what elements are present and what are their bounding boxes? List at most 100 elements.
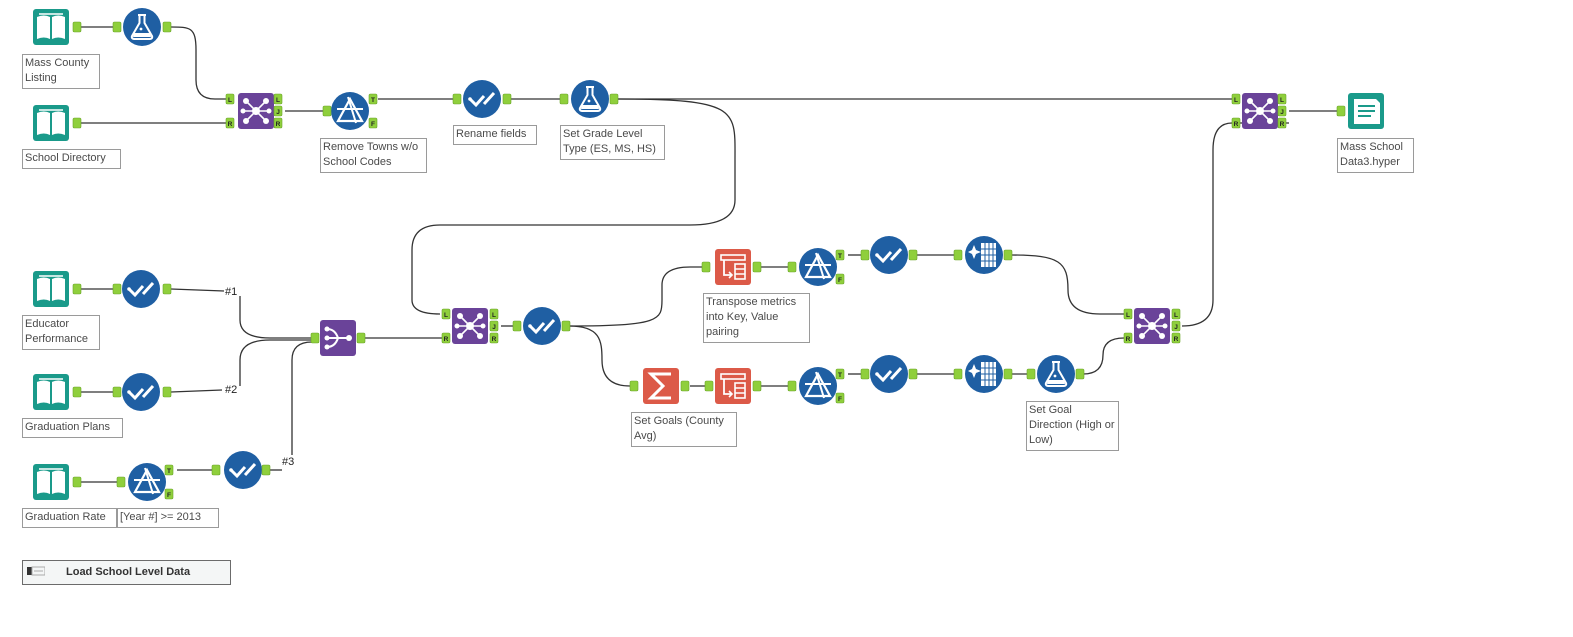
connection-anchor[interactable]: [1075, 368, 1085, 380]
connection-anchor[interactable]: [261, 464, 271, 476]
connection-anchor[interactable]: [629, 380, 639, 392]
connection-anchor[interactable]: [116, 476, 126, 488]
connection-anchor[interactable]: [1026, 368, 1036, 380]
connection-anchor[interactable]: [273, 117, 283, 129]
connection-anchor[interactable]: [1003, 368, 1013, 380]
connection-anchor[interactable]: [835, 392, 845, 404]
connection-anchor[interactable]: [835, 273, 845, 285]
connection-anchor[interactable]: [1231, 117, 1241, 129]
connection-anchor[interactable]: [701, 261, 711, 273]
input-tool-rate[interactable]: [32, 463, 70, 501]
join-tool[interactable]: [237, 92, 275, 130]
connection-anchor[interactable]: [441, 332, 451, 344]
connection-anchor[interactable]: [162, 283, 172, 295]
transpose-tool[interactable]: [714, 367, 752, 405]
input-tool-county[interactable]: [32, 8, 70, 46]
union-tool[interactable]: [319, 319, 357, 357]
connection-anchor[interactable]: [787, 261, 797, 273]
connection-anchor[interactable]: [310, 332, 320, 344]
connection-anchor[interactable]: [1003, 249, 1013, 261]
connection-anchor[interactable]: [908, 368, 918, 380]
output-tool[interactable]: [1347, 92, 1385, 130]
formula-tool[interactable]: [1036, 354, 1076, 394]
connection-anchor[interactable]: [164, 488, 174, 500]
filter-tool[interactable]: [126, 461, 168, 503]
connection-anchor[interactable]: [112, 386, 122, 398]
connection-anchor[interactable]: [273, 105, 283, 117]
connection-anchor[interactable]: [211, 464, 221, 476]
connection-anchor[interactable]: [72, 117, 82, 129]
select-tool[interactable]: [868, 353, 910, 395]
connection-anchor[interactable]: [704, 380, 714, 392]
formula-tool[interactable]: [122, 7, 162, 47]
connection-anchor[interactable]: [273, 93, 283, 105]
connection-anchor[interactable]: [559, 93, 569, 105]
connection-anchor[interactable]: [489, 332, 499, 344]
formula-tool[interactable]: [570, 79, 610, 119]
connection-anchor[interactable]: [787, 380, 797, 392]
connection-anchor[interactable]: [1123, 332, 1133, 344]
select-tool[interactable]: [222, 449, 264, 491]
connection-anchor[interactable]: [860, 249, 870, 261]
connection-anchor[interactable]: [72, 476, 82, 488]
connection-anchor[interactable]: [752, 261, 762, 273]
cleanse-tool[interactable]: [964, 354, 1004, 394]
connection-anchor[interactable]: [1277, 117, 1287, 129]
input-tool-educator[interactable]: [32, 270, 70, 308]
connection-anchor[interactable]: [162, 21, 172, 33]
connection-anchor[interactable]: [1123, 308, 1133, 320]
tool-container[interactable]: Load School Level Data: [22, 560, 231, 585]
connection-anchor[interactable]: [368, 117, 378, 129]
connection-anchor[interactable]: [1277, 93, 1287, 105]
connection-anchor[interactable]: [835, 368, 845, 380]
select-tool[interactable]: [521, 305, 563, 347]
cleanse-tool[interactable]: [964, 235, 1004, 275]
connection-anchor[interactable]: [860, 368, 870, 380]
connection-anchor[interactable]: [1336, 105, 1346, 117]
container-toggle-icon[interactable]: [27, 566, 45, 576]
connection-anchor[interactable]: [225, 93, 235, 105]
join-tool[interactable]: [1241, 92, 1279, 130]
connection-anchor[interactable]: [225, 117, 235, 129]
select-tool[interactable]: [868, 234, 910, 276]
connection-anchor[interactable]: [1171, 308, 1181, 320]
connection-anchor[interactable]: [489, 308, 499, 320]
filter-tool[interactable]: [797, 246, 839, 288]
connection-anchor[interactable]: [72, 21, 82, 33]
connection-anchor[interactable]: [72, 386, 82, 398]
select-tool[interactable]: [461, 78, 503, 120]
connection-anchor[interactable]: [835, 249, 845, 261]
connection-anchor[interactable]: [502, 93, 512, 105]
connection-anchor[interactable]: [561, 320, 571, 332]
connection-anchor[interactable]: [908, 249, 918, 261]
connection-anchor[interactable]: [752, 380, 762, 392]
connection-anchor[interactable]: [489, 320, 499, 332]
connection-anchor[interactable]: [512, 320, 522, 332]
connection-anchor[interactable]: [368, 93, 378, 105]
input-tool-plans[interactable]: [32, 373, 70, 411]
input-tool-directory[interactable]: [32, 104, 70, 142]
summarize-tool[interactable]: [641, 366, 681, 406]
connection-anchor[interactable]: [162, 386, 172, 398]
connection-anchor[interactable]: [953, 368, 963, 380]
connection-anchor[interactable]: [1277, 105, 1287, 117]
join-tool[interactable]: [1133, 307, 1171, 345]
connection-anchor[interactable]: [322, 105, 332, 117]
connection-anchor[interactable]: [441, 308, 451, 320]
connection-anchor[interactable]: [452, 93, 462, 105]
connection-anchor[interactable]: [112, 283, 122, 295]
connection-anchor[interactable]: [680, 380, 690, 392]
connection-anchor[interactable]: [1171, 332, 1181, 344]
connection-anchor[interactable]: [72, 283, 82, 295]
connection-anchor[interactable]: [953, 249, 963, 261]
join-tool[interactable]: [451, 307, 489, 345]
connection-anchor[interactable]: [1171, 320, 1181, 332]
connection-anchor[interactable]: [609, 93, 619, 105]
connection-anchor[interactable]: [112, 21, 122, 33]
connection-anchor[interactable]: [1231, 93, 1241, 105]
connection-anchor[interactable]: [356, 332, 366, 344]
transpose-tool[interactable]: [714, 248, 752, 286]
filter-tool[interactable]: [329, 90, 371, 132]
select-tool[interactable]: [120, 268, 162, 310]
